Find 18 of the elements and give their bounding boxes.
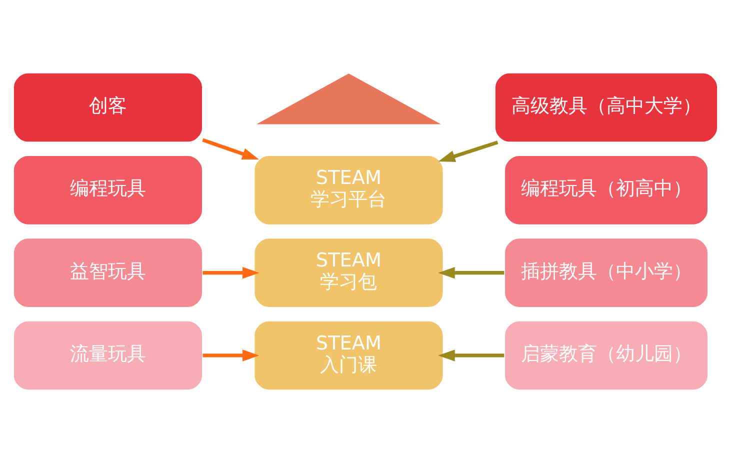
node-box: 插拼教具（中小学） <box>504 237 709 308</box>
arrow <box>202 138 260 160</box>
node-triangle <box>254 72 444 125</box>
node-box: 高级教具（高中大学） <box>494 72 718 142</box>
node-box: STEAM 入门课 <box>254 320 444 390</box>
arrow <box>438 266 504 278</box>
node-box: STEAM 学习平台 <box>254 154 444 225</box>
node-box: 创客 <box>12 72 204 142</box>
arrow <box>438 140 498 162</box>
node-box: 流量玩具 <box>12 320 204 390</box>
node-box: STEAM 学习包 <box>254 237 444 308</box>
arrow <box>202 266 260 278</box>
arrow <box>202 349 260 361</box>
node-box: 编程玩具 <box>12 154 204 225</box>
node-box: 编程玩具（初高中） <box>504 154 709 225</box>
arrow <box>438 349 504 361</box>
node-box: 益智玩具 <box>12 237 204 308</box>
node-box: 启蒙教育（幼儿园） <box>504 320 709 390</box>
